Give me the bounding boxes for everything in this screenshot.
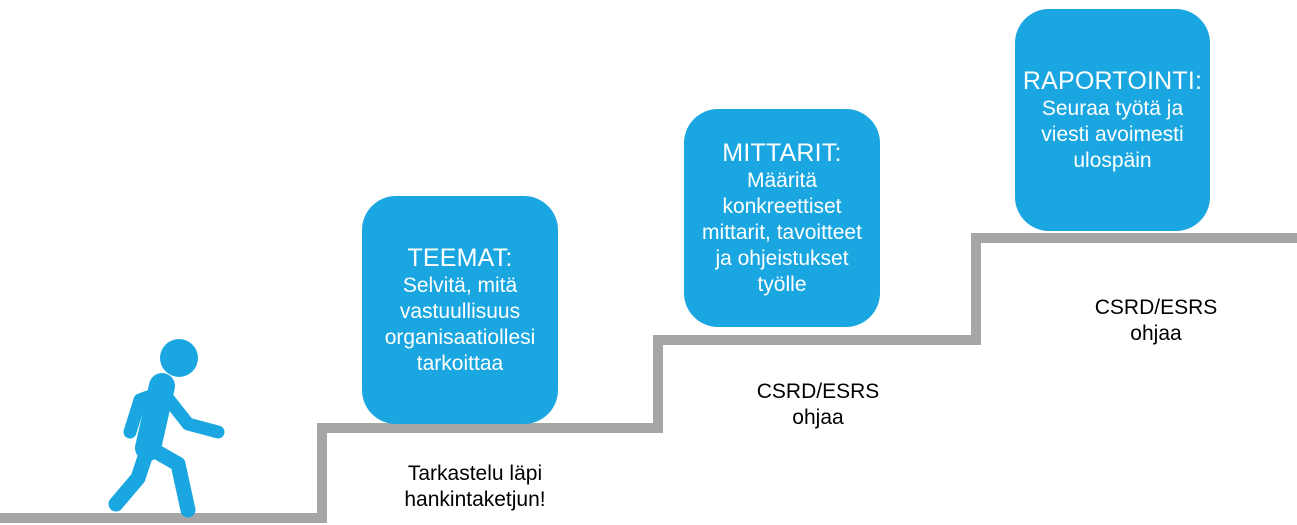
step-description: Selvitä, mitä vastuullisuus organisaatio…	[384, 273, 536, 375]
step-box-raportointi: RAPORTOINTI: Seuraa työtä ja viesti avoi…	[1015, 9, 1210, 231]
stair-path	[0, 233, 1297, 523]
step-title: MITTARIT:	[722, 138, 842, 167]
step-box-mittarit: MITTARIT: Määritä konkreettiset mittarit…	[684, 109, 880, 327]
walker-front-arm	[159, 389, 225, 439]
step-title: TEEMAT:	[407, 243, 513, 272]
walker-back-leg	[108, 440, 156, 512]
step-description: Seuraa työtä ja viesti avoimesti ulospäi…	[1041, 96, 1184, 172]
walker-head	[160, 339, 198, 377]
walking-person-icon	[108, 339, 225, 518]
step-box-teemat: TEEMAT: Selvitä, mitä vastuullisuus orga…	[362, 196, 558, 424]
step-note-csrd-2: CSRD/ESRS ohjaa	[1094, 296, 1218, 345]
step-note-csrd-1: CSRD/ESRS ohjaa	[756, 380, 880, 429]
step-note-supply-chain: Tarkastelu läpi hankintaketjun!	[404, 462, 546, 511]
walker-back-arm	[123, 387, 163, 439]
step-title: RAPORTOINTI:	[1022, 66, 1203, 95]
step-description: Määritä konkreettiset mittarit, tavoitte…	[702, 168, 862, 296]
walker-front-leg	[142, 440, 196, 518]
